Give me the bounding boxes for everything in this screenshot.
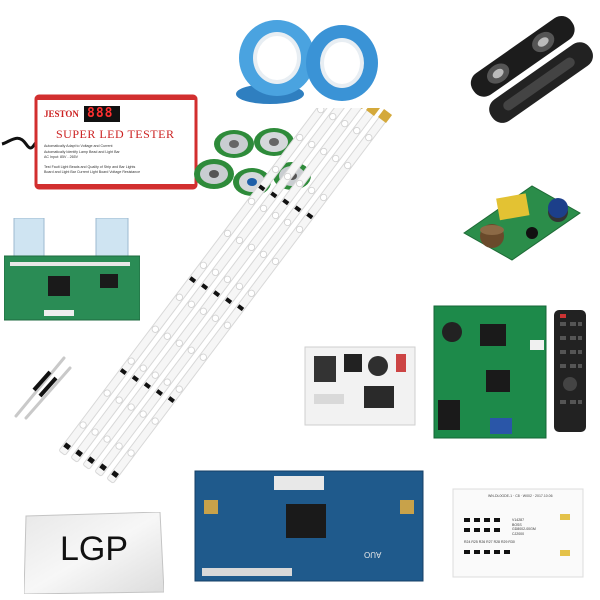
tester-line: Automatically Adapt to Voltage and Curre… (44, 144, 113, 148)
tv-main-board-with-remote (430, 300, 596, 445)
tester-line: Board and Light Bar Current Light Board … (44, 170, 141, 174)
solder-wire-spools (192, 122, 320, 204)
power-supply-board (304, 346, 416, 426)
led-board-line: GD8002-00GM (512, 527, 536, 531)
light-guide-plate: LGP (24, 512, 164, 594)
tester-line: AC Input: 85V - 265V (44, 155, 78, 159)
tcon-board-small (4, 218, 140, 322)
tv-speakers (468, 12, 593, 132)
tester-spec-lines: Automatically Adapt to Voltage and Curre… (44, 144, 192, 176)
power-module-small (462, 178, 582, 263)
led-board-text: V14287 BOSS GD8002-00GM CJ2000 (512, 518, 536, 536)
led-board-line: CJ2000 (512, 531, 525, 536)
led-board-line: R24 R25 R26 R27 R28 R29 R30 (464, 540, 515, 544)
led-board-header: WN-DL0GDE-1 · C8 · W002 · 2017.10.06 (488, 494, 553, 498)
led-board-line: V14287 (512, 518, 525, 522)
tester-line: Test Fault Light Beads and Quality of St… (44, 164, 136, 169)
tester-title: SUPER LED TESTER (56, 127, 175, 141)
led-board-line: BOSS (512, 522, 522, 527)
tester-display: 888 (87, 106, 114, 121)
tcon-brand-label: AUO (364, 550, 382, 559)
tester-brand: JESTON (44, 109, 79, 119)
blue-tape-rolls (232, 8, 382, 108)
tester-line: Automatically Identify Lamp Bead and Lig… (44, 149, 120, 154)
tcon-board-large: AUO (194, 470, 424, 582)
pry-tools (4, 350, 78, 422)
lgp-label: LGP (60, 530, 129, 568)
led-driver-board: WN-DL0GDE-1 · C8 · W002 · 2017.10.06 V14… (452, 488, 584, 578)
led-tester: JESTON 888 SUPER LED TESTER Automaticall… (0, 92, 198, 192)
